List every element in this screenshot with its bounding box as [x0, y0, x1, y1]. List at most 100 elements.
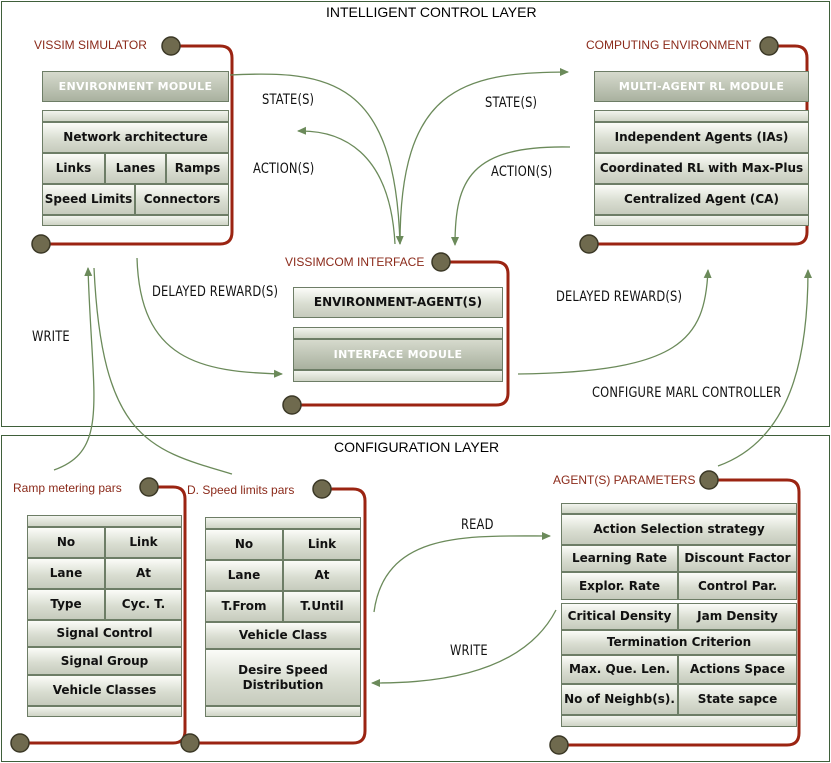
discount-factor-cell: Discount Factor	[678, 545, 797, 572]
centralized-agent-cell: Centralized Agent (CA)	[594, 184, 809, 215]
no-of-neighbs-cell: No of Neighb(s).	[561, 684, 678, 715]
write-left-arrow	[53, 267, 95, 471]
action-left-label: ACTION(S)	[253, 161, 315, 177]
speed-stripe-top	[205, 517, 361, 529]
speed-link-cell: Link	[283, 529, 361, 560]
links-cell: Links	[42, 153, 105, 184]
control-par-cell: Control Par.	[678, 572, 797, 600]
ramp-stripe-bottom	[27, 706, 182, 717]
ramp-signal-group-cell: Signal Group	[27, 647, 182, 675]
ramp-vehicle-classes-cell: Vehicle Classes	[27, 675, 182, 706]
speed-limits-cell: Speed Limits	[42, 184, 135, 215]
speed-t-from-cell: T.From	[205, 591, 283, 622]
vissimcom-interface-tag: VISSIMCOM INTERFACE	[285, 255, 425, 269]
max-que-len-cell: Max. Que. Len.	[561, 655, 678, 684]
delayed-reward-left-arrow	[136, 257, 283, 378]
ramp-no-cell: No	[27, 527, 105, 558]
learning-rate-cell: Learning Rate	[561, 545, 678, 572]
configuration-layer-title: CONFIGURATION LAYER	[334, 439, 500, 455]
speed-lane-cell: Lane	[205, 560, 283, 591]
state-right-label: STATE(S)	[485, 95, 538, 111]
interface-stripe-bottom	[293, 370, 503, 382]
coordinated-rl-cell: Coordinated RL with Max-Plus	[594, 153, 809, 184]
ramp-at-cell: At	[105, 558, 182, 589]
delayed-reward-right-label: DELAYED REWARD(S)	[556, 289, 683, 305]
marl-stripe-top	[594, 110, 809, 122]
ramp-type-cell: Type	[27, 589, 105, 620]
speed-limits-tag: D. Speed limits pars	[187, 483, 295, 497]
state-right-arrow	[399, 68, 569, 245]
lanes-cell: Lanes	[105, 153, 166, 184]
speed-at-cell: At	[283, 560, 361, 591]
ramp-bracket	[20, 485, 187, 745]
agent-knob-top	[699, 470, 719, 490]
ramp-link-cell: Link	[105, 527, 182, 558]
computing-environment-tag: COMPUTING ENVIRONMENT	[586, 38, 752, 52]
action-selection-cell: Action Selection strategy	[561, 514, 797, 545]
agent-knob-bottom	[549, 735, 569, 755]
interface-stripe-top	[293, 327, 503, 339]
multi-agent-rl-header: MULTI-AGENT RL MODULE	[594, 71, 809, 102]
write-bottom-label: WRITE	[450, 643, 488, 659]
write-left-arrow-2	[93, 267, 233, 475]
env-stripe-top	[42, 110, 229, 122]
marl-stripe-bottom	[594, 215, 809, 226]
interface-bracket	[292, 260, 510, 407]
connectors-cell: Connectors	[135, 184, 229, 215]
state-left-arrow	[229, 73, 404, 245]
vissim-knob-bottom	[31, 234, 51, 254]
ramps-cell: Ramps	[166, 153, 229, 184]
speed-t-until-cell: T.Until	[283, 591, 361, 622]
ramp-cyc-t-cell: Cyc. T.	[105, 589, 182, 620]
speed-vehicle-class-cell: Vehicle Class	[205, 622, 361, 649]
environment-module-header: ENVIRONMENT MODULE	[42, 71, 229, 102]
intelligent-layer-title: INTELLIGENT CONTROL LAYER	[326, 4, 537, 20]
ramp-knob-bottom	[10, 733, 30, 753]
action-right-label: ACTION(S)	[491, 164, 553, 180]
write-bottom-arrow	[371, 609, 557, 687]
actions-space-cell: Actions Space	[678, 655, 797, 684]
termination-criterion-cell: Termination Criterion	[561, 630, 797, 655]
agent-stripe-top	[561, 503, 797, 514]
ramp-stripe-top	[27, 515, 182, 527]
speed-knob-top	[312, 479, 332, 499]
interface-module-header: INTERFACE MODULE	[293, 339, 503, 370]
action-left-arrow	[297, 126, 396, 245]
configure-marl-label: CONFIGURE MARL CONTROLLER	[592, 385, 782, 401]
action-right-arrow	[451, 146, 571, 246]
vissim-simulator-tag: VISSIM SIMULATOR	[34, 38, 147, 52]
vissim-knob-top	[161, 36, 181, 56]
speed-stripe-bottom	[205, 706, 361, 717]
agent-stripe-bottom	[561, 715, 797, 727]
delayed-reward-left-label: DELAYED REWARD(S)	[152, 284, 279, 300]
environment-agents-cell: ENVIRONMENT-AGENT(S)	[293, 287, 503, 318]
network-architecture-cell: Network architecture	[42, 122, 229, 153]
ramp-metering-tag: Ramp metering pars	[13, 481, 122, 495]
write-left-label: WRITE	[32, 329, 70, 345]
ramp-signal-control-cell: Signal Control	[27, 620, 182, 647]
critical-density-cell: Critical Density	[561, 603, 678, 630]
ramp-lane-cell: Lane	[27, 558, 105, 589]
configure-marl-arrow	[717, 269, 812, 467]
computing-knob-bottom	[579, 234, 599, 254]
delayed-reward-right-arrow	[517, 269, 712, 375]
speed-bracket	[190, 487, 367, 745]
env-stripe-bottom	[42, 215, 229, 226]
explor-rate-cell: Explor. Rate	[561, 572, 678, 600]
ramp-knob-top	[139, 477, 159, 497]
vissim-bracket	[41, 44, 234, 246]
speed-knob-bottom	[180, 733, 200, 753]
state-left-label: STATE(S)	[262, 92, 315, 108]
configuration-layer	[1, 435, 830, 762]
intelligent-control-layer	[1, 1, 830, 427]
read-label: READ	[461, 517, 494, 533]
agent-bracket	[559, 478, 801, 747]
interface-knob-bottom	[282, 395, 302, 415]
computing-knob-top	[759, 36, 779, 56]
speed-desire-distribution-cell: Desire Speed Distribution	[205, 649, 361, 706]
independent-agents-cell: Independent Agents (IAs)	[594, 122, 809, 153]
interface-knob-top	[431, 252, 451, 272]
speed-no-cell: No	[205, 529, 283, 560]
state-sapce-cell: State sapce	[678, 684, 797, 715]
